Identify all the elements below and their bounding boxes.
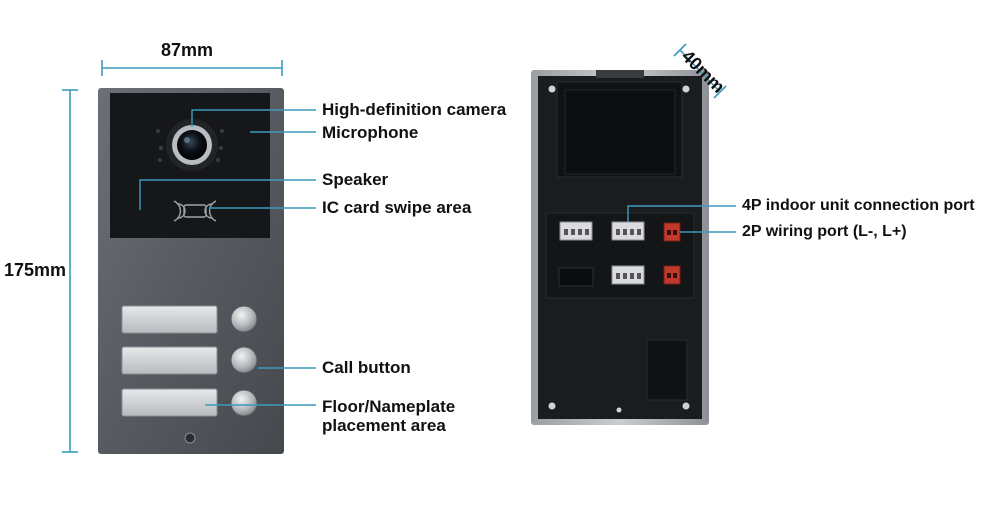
terminal-block-4p-2 bbox=[611, 221, 645, 241]
terminal-block-2p-2 bbox=[663, 265, 681, 285]
label-nameplate-line1: Floor/Nameplate bbox=[322, 397, 456, 416]
front-panel bbox=[98, 88, 284, 454]
label-2p-port: 2P wiring port (L-, L+) bbox=[742, 223, 907, 240]
label-speaker: Speaker bbox=[322, 170, 389, 189]
back-empty-slot bbox=[558, 267, 594, 287]
label-ic-card: IC card swipe area bbox=[322, 198, 472, 217]
back-lower-box bbox=[646, 339, 688, 401]
back-screw-icon-1 bbox=[548, 85, 556, 93]
terminal-block-4p-1 bbox=[559, 221, 593, 241]
nameplates bbox=[121, 305, 218, 417]
terminal-block-2p-1 bbox=[663, 222, 681, 242]
ir-led-ring bbox=[156, 129, 224, 162]
rfid-icon bbox=[173, 200, 217, 222]
call-buttons bbox=[230, 305, 258, 417]
depth-dimension-line bbox=[673, 43, 727, 99]
back-top-clip bbox=[596, 70, 644, 78]
callout-4p-port bbox=[627, 205, 736, 222]
nameplate-2 bbox=[121, 346, 218, 375]
camera-lens-icon bbox=[177, 130, 207, 160]
callout-camera bbox=[191, 109, 316, 127]
callout-speaker bbox=[139, 179, 316, 210]
width-dimension-label: 87mm bbox=[161, 40, 214, 60]
label-call-button: Call button bbox=[322, 358, 411, 377]
height-dimension-label: 175mm bbox=[4, 260, 67, 280]
nameplate-1 bbox=[121, 305, 218, 334]
label-camera: High-definition camera bbox=[322, 100, 507, 119]
back-screws bbox=[548, 85, 690, 413]
label-nameplate-line2: placement area bbox=[322, 416, 446, 435]
call-button-2 bbox=[230, 346, 258, 374]
label-microphone: Microphone bbox=[322, 123, 419, 142]
front-callout-lines bbox=[139, 109, 316, 406]
width-dimension-line bbox=[101, 60, 283, 76]
back-cover-inner bbox=[564, 89, 676, 175]
call-button-1 bbox=[230, 305, 258, 333]
back-callout-lines bbox=[627, 205, 736, 233]
height-dimension-line bbox=[62, 89, 78, 453]
label-4p-port: 4P indoor unit connection port bbox=[742, 197, 975, 214]
back-panel bbox=[531, 70, 709, 425]
back-screw-icon-5 bbox=[616, 407, 622, 413]
front-screw-icon bbox=[184, 432, 196, 444]
nameplate-3 bbox=[121, 388, 218, 417]
back-screw-icon-3 bbox=[548, 402, 556, 410]
call-button-3 bbox=[230, 389, 258, 417]
back-screw-icon-2 bbox=[682, 85, 690, 93]
back-screw-icon-4 bbox=[682, 402, 690, 410]
terminal-block-4p-3 bbox=[611, 265, 645, 285]
